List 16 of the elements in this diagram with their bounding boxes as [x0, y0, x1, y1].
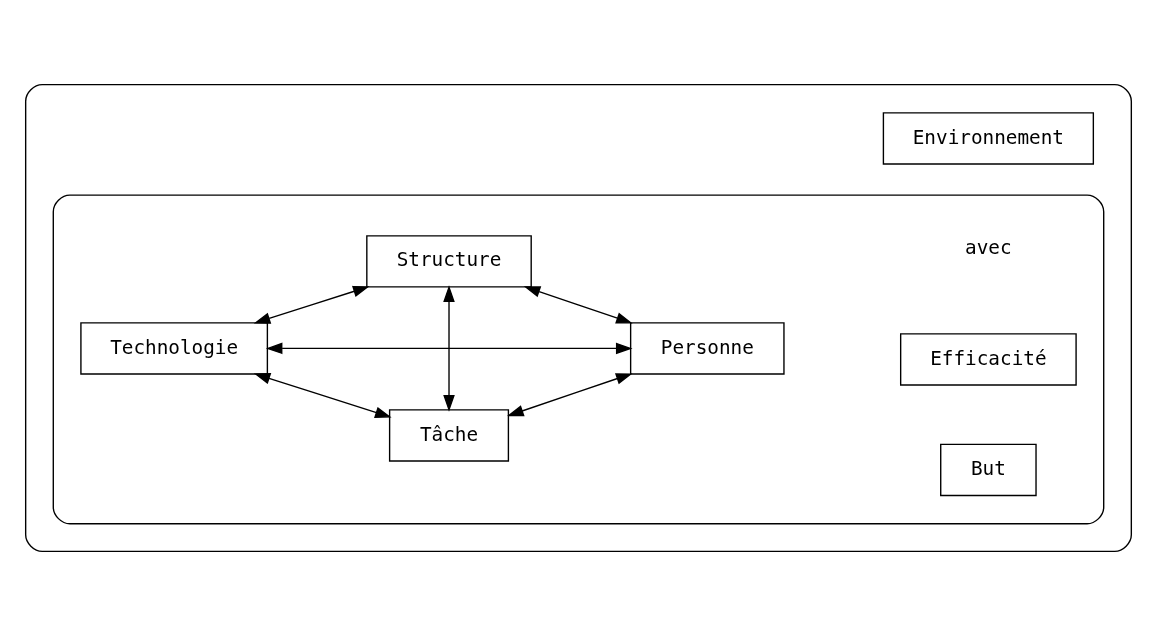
- node-box: Technologie: [80, 321, 269, 375]
- node-box: Tâche: [388, 408, 510, 462]
- arrow: [253, 285, 370, 324]
- arrow: [507, 372, 633, 416]
- node-box: But: [940, 443, 1037, 496]
- arrow: [265, 342, 633, 354]
- arrow: [253, 372, 392, 418]
- cluster: [52, 193, 1105, 524]
- arrow: [523, 285, 633, 324]
- cluster: [25, 83, 1132, 552]
- node-box: Environnement: [882, 111, 1095, 165]
- arrow: [443, 284, 455, 412]
- node-box: Structure: [366, 234, 532, 288]
- label: avec: [965, 235, 1012, 259]
- node-box: Personne: [629, 321, 785, 375]
- node-box: Efficacité: [899, 332, 1077, 386]
